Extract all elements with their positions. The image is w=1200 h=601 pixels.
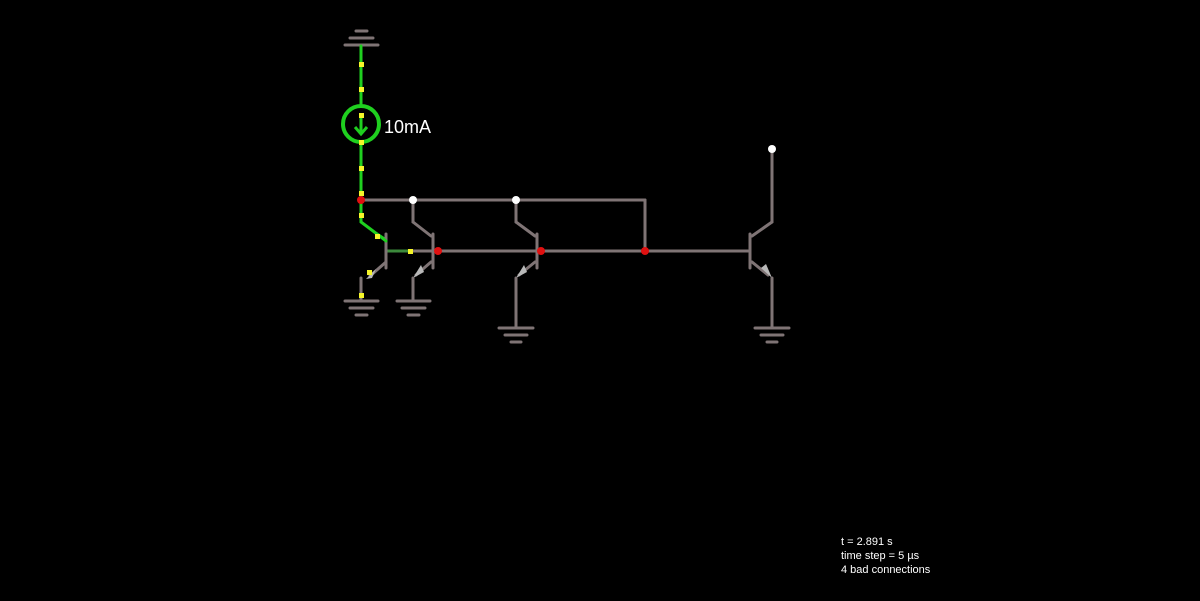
current-source-label: 10mA: [384, 117, 431, 137]
time-step-readout: time step = 5 µs: [841, 550, 920, 562]
transistor-q3[interactable]: [514, 198, 539, 329]
current-dots: [359, 62, 413, 298]
time-readout: t = 2.891 s: [841, 536, 893, 548]
top-bus-wire[interactable]: [359, 198, 647, 253]
top-ground-symbol[interactable]: [343, 29, 380, 108]
live-wire-source-to-node[interactable]: [359, 140, 388, 242]
simulation-info: t = 2.891 s time step = 5 µs 4 bad conne…: [841, 535, 930, 577]
emitter-arrow-icon: [761, 264, 772, 278]
ground-symbol-q4[interactable]: [753, 326, 791, 344]
emitter-arrow-icon: [413, 265, 424, 278]
emitter-arrow-icon: [516, 265, 527, 278]
ground-symbol-q3[interactable]: [497, 326, 535, 344]
bad-connections-readout: 4 bad connections: [841, 564, 931, 576]
transistor-q4[interactable]: [748, 148, 774, 329]
terminal-q3-collector[interactable]: [512, 196, 520, 204]
node-q3-base[interactable]: [537, 247, 545, 255]
terminal-q2-collector[interactable]: [409, 196, 417, 204]
node-bus-junction[interactable]: [641, 247, 649, 255]
terminal-q4-collector[interactable]: [768, 145, 776, 153]
node-q2-base[interactable]: [434, 247, 442, 255]
ground-symbol-q1[interactable]: [343, 299, 380, 317]
ground-symbol-q2[interactable]: [395, 299, 432, 317]
transistor-q1[interactable]: [359, 232, 388, 302]
current-source[interactable]: 10mA: [341, 104, 431, 144]
node-source-junction[interactable]: [357, 196, 365, 204]
